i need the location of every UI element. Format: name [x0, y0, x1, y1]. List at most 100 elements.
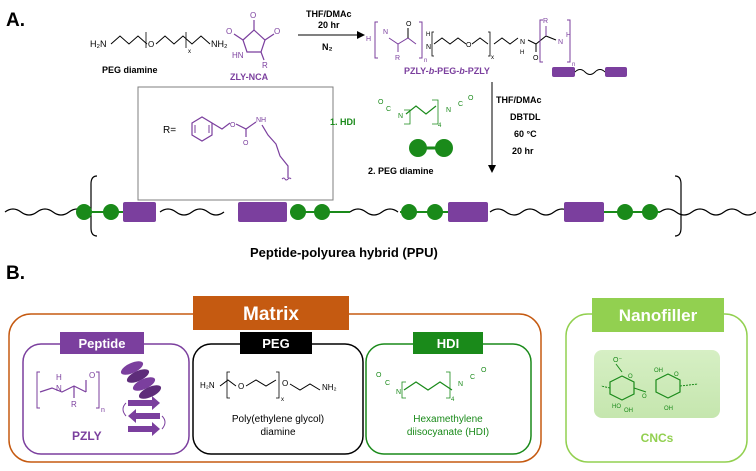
cnc-o-ring1: O [628, 374, 633, 380]
tb-h-right: H [520, 50, 524, 56]
hdi-c-right: C [470, 374, 475, 381]
ppu-chain: Peptide-polyurea hybrid (PPU) [4, 175, 756, 260]
zly-nca-caption: ZLY-NCA [230, 72, 269, 82]
tb-n-end: N [558, 39, 563, 46]
ppu-bead [617, 204, 633, 220]
ppu-bracket-right [674, 175, 682, 237]
tb-r-right: R [543, 18, 548, 25]
ppu-bead [290, 204, 306, 220]
peg-b-h2n: H₂N [200, 381, 215, 390]
ppu-peptide-block [448, 202, 488, 222]
step2-c-left: C [386, 106, 391, 113]
step2-bead-left [409, 139, 427, 157]
peg-nh2-label: NH₂ [211, 39, 228, 49]
step2-cond-catalyst: DBTDL [510, 112, 541, 122]
tb-r-left: R [395, 55, 400, 62]
zly-nca-structure: O O O HN R ZLY-NCA [226, 11, 280, 82]
peptide-r: R [71, 400, 77, 409]
ppu-bead [314, 204, 330, 220]
alpha-helix-icon [120, 361, 162, 399]
step2-peg-label: 2. PEG diamine [368, 166, 434, 176]
cnc-structure-bg [594, 350, 720, 418]
hdi-caption-line2: diisocyanate (HDI) [407, 427, 489, 438]
nca-hn-label: HN [232, 51, 244, 60]
peptide-caption: PZLY [72, 429, 102, 443]
step2-n-right: N [446, 107, 451, 114]
step2-o-right: O [468, 95, 474, 102]
step1-time: 20 hr [318, 20, 340, 30]
hdi-n-right: N [458, 381, 463, 388]
ppu-bead [642, 204, 658, 220]
step2-hdi-label: 1. HDI [330, 117, 356, 127]
cnc-oh3: OH [664, 406, 673, 412]
tb-h-end: H [566, 32, 571, 39]
tb-n-right: N [520, 39, 525, 46]
step2-n-left: N [398, 113, 403, 120]
peg-x-subscript: x [188, 49, 191, 55]
reaction-step-1: THF/DMAc 20 hr N₂ [298, 9, 365, 52]
ppu-caption: Peptide-polyurea hybrid (PPU) [250, 245, 438, 260]
peptide-n: N [56, 384, 62, 393]
nca-o1-label: O [250, 11, 256, 20]
nca-o3-label: O [274, 27, 280, 36]
cnc-o-ring2: O [674, 372, 679, 378]
cnc-caption: CNCs [641, 431, 674, 445]
ppu-peptide-block [238, 202, 287, 222]
hdi-caption-line1: Hexamethylene [413, 414, 483, 425]
peptide-h: H [56, 373, 62, 382]
peg-h2n-label: H₂N [90, 39, 107, 49]
r-group-label: R= [163, 125, 176, 136]
step2-sub: 4 [438, 123, 442, 129]
hdi-n-left: N [396, 389, 401, 396]
hdi-o-right: O [481, 367, 487, 374]
tb-nh-left: H [426, 32, 430, 38]
nanofiller-panel: Nanofiller O⁻ O HO OH O O OH OH CNCs [565, 298, 748, 463]
step2-c-right: C [458, 101, 463, 108]
hdi-title: HDI [437, 336, 459, 351]
peg-panel: PEG H₂N O x O NH₂ Poly(ethylene glycol) … [192, 332, 364, 455]
step2-cond-solvent: THF/DMAc [496, 95, 542, 105]
section-b-label: B. [6, 263, 25, 284]
peg-diamine-structure: H₂N O x NH₂ PEG diamine [90, 32, 228, 75]
hdi-c-left: C [385, 380, 390, 387]
peptide-title: Peptide [79, 336, 126, 351]
nca-o2-label: O [226, 27, 232, 36]
step1-solvent: THF/DMAc [306, 9, 352, 19]
nca-r-label: R [262, 61, 268, 70]
matrix-title-bg [193, 296, 349, 330]
beta-sheet-icon [122, 396, 166, 436]
cnc-ho1: HO [612, 404, 621, 410]
cnc-oh1: OH [624, 408, 633, 414]
ppu-peptide-block [564, 202, 604, 222]
ppu-bead [76, 204, 92, 220]
tb-o-left: O [406, 21, 412, 28]
cnc-o-minus: O⁻ [613, 357, 622, 364]
tb-n-mid: N [426, 44, 431, 51]
step2-o-left: O [378, 99, 384, 106]
peg-o-label: O [148, 40, 154, 49]
triblock-cartoon-left-block [552, 67, 575, 77]
rgroup-nh: NH [256, 117, 266, 124]
peg-b-nh2: NH₂ [322, 383, 337, 392]
triblock-structure: H N R O n H N O x N H O R N H n PZLY-b-P… [366, 18, 627, 77]
tb-n-sub-left: n [424, 58, 427, 64]
step1-gas: N₂ [322, 42, 333, 52]
ppu-bead [401, 204, 417, 220]
hdi-o-left: O [376, 372, 382, 379]
ppu-bracket-left [90, 175, 98, 237]
step2-cond-temp: 60 °C [514, 129, 537, 139]
ppu-bead [427, 204, 443, 220]
peg-title: PEG [262, 336, 289, 351]
peptide-panel: Peptide H N R O n PZLY [22, 332, 190, 455]
nanofiller-title: Nanofiller [619, 306, 698, 325]
cnc-oh2: OH [654, 368, 663, 374]
step2-bead-right [435, 139, 453, 157]
triblock-cartoon-right-block [605, 67, 627, 77]
step2-cond-time: 20 hr [512, 146, 534, 156]
peg-caption-line2: diamine [260, 427, 295, 438]
tb-o-right: O [533, 55, 539, 62]
peptide-o: O [89, 371, 95, 380]
tb-h-left: H [366, 36, 371, 43]
ppu-peptide-block [123, 202, 156, 222]
